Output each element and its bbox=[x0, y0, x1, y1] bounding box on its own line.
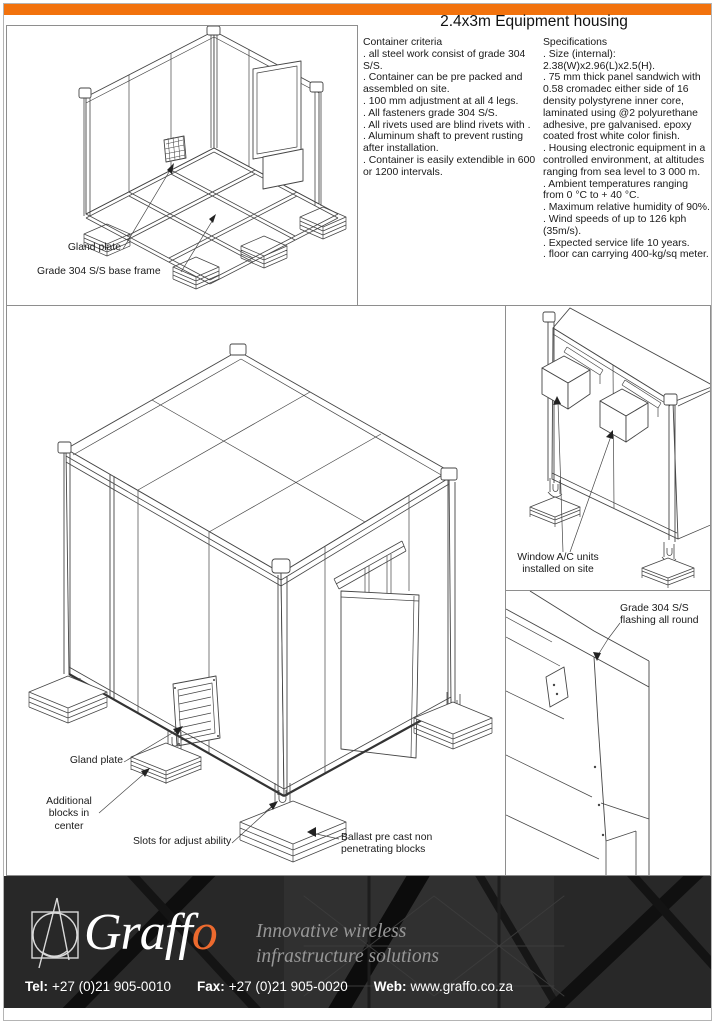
base-frame-drawing bbox=[78, 26, 347, 290]
criteria-item: . All rivets used are blind rivets with … bbox=[363, 119, 531, 131]
ac-units-drawing bbox=[529, 307, 710, 588]
spec-item: . floor can carrying 400-kg/sq meter. bbox=[543, 249, 709, 261]
ballast-blocks-label: Ballast pre cast non penetrating blocks bbox=[341, 832, 433, 856]
criteria-item: . All fasteners grade 304 S/S. bbox=[363, 107, 498, 119]
criteria-item: . 100 mm adjustment at all 4 legs. bbox=[363, 95, 519, 107]
flashing-label: Grade 304 S/S flashing all round bbox=[620, 603, 699, 627]
main-housing-view-panel: Gland plate Additional blocks in center … bbox=[6, 305, 506, 876]
gland-plate-label: Gland plate bbox=[69, 755, 123, 766]
fax-entry: Fax:+27 (0)21 905-0020 bbox=[197, 979, 348, 994]
tagline-line2: infrastructure solutions bbox=[256, 945, 439, 967]
graffo-logo-icon bbox=[31, 897, 79, 969]
criteria-item: . all steel work consist of grade 304 S/… bbox=[363, 48, 526, 72]
container-criteria-column: Container criteria . all steel work cons… bbox=[363, 37, 539, 179]
spec-item: . Size (internal): 2.38(W)x2.96(L)x2.5(H… bbox=[543, 48, 656, 72]
criteria-item: . Container is easily extendible in 600 … bbox=[363, 154, 536, 178]
specifications-heading: Specifications bbox=[543, 37, 608, 48]
spec-item: . Housing electronic equipment in a cont… bbox=[543, 143, 706, 178]
brand-main: Graff bbox=[84, 904, 193, 961]
spec-item: . Wind speeds of up to 126 kph (35m/s). bbox=[543, 213, 687, 237]
page-title: 2.4x3m Equipment housing bbox=[440, 13, 628, 30]
criteria-heading: Container criteria bbox=[363, 37, 443, 48]
specifications-list: . Size (internal): 2.38(W)x2.96(L)x2.5(H… bbox=[543, 49, 710, 261]
fax-label: Fax: bbox=[196, 979, 225, 994]
ac-units-label: Window A/C units installed on site bbox=[517, 552, 599, 576]
spec-item: . 75 mm thick panel sandwich with 0.58 c… bbox=[543, 72, 701, 143]
criteria-item: . Aluminum shaft to prevent rusting afte… bbox=[363, 131, 523, 155]
footer: Graffo Innovative wireless infrastructur… bbox=[4, 876, 711, 1008]
base-frame-label: Grade 304 S/S base frame bbox=[37, 266, 161, 277]
web-label: Web: bbox=[373, 979, 407, 994]
flashing-detail-panel: Grade 304 S/S flashing all round bbox=[505, 590, 711, 876]
brand-accent: o bbox=[191, 904, 218, 961]
flashing-drawing bbox=[506, 591, 650, 875]
spec-item: . Maximum relative humidity of 90%. bbox=[543, 202, 710, 214]
fax-value: +27 (0)21 905-0020 bbox=[228, 979, 348, 994]
web-value[interactable]: www.graffo.co.za bbox=[410, 979, 514, 994]
criteria-item: . Container can be pre packed and assemb… bbox=[363, 72, 523, 96]
spec-item: . Expected service life 10 years. bbox=[543, 237, 690, 249]
criteria-list: . all steel work consist of grade 304 S/… bbox=[363, 49, 539, 179]
tel-entry: Tel: +27 (0)21 905-0010 bbox=[25, 979, 171, 994]
contact-bar: Tel: +27 (0)21 905-0010 Fax:+27 (0)21 905… bbox=[25, 979, 513, 994]
tagline-line1: Innovative wireless bbox=[256, 921, 407, 942]
web-entry: Web:www.graffo.co.za bbox=[374, 979, 513, 994]
base-frame-view-panel: Gland plate Grade 304 S/S base frame bbox=[6, 25, 358, 306]
gland-plate-label: Gland plate bbox=[67, 242, 121, 253]
brand-tagline: Innovative wireless infrastructure solut… bbox=[256, 920, 439, 970]
specifications-column: Specifications . Size (internal): 2.38(W… bbox=[543, 37, 710, 261]
main-housing-drawing bbox=[28, 343, 493, 863]
additional-blocks-label: Additional blocks in center bbox=[46, 796, 92, 832]
tower-photo-background bbox=[4, 876, 711, 1008]
accent-bar bbox=[4, 4, 711, 15]
brand-wordmark: Graffo bbox=[84, 904, 218, 961]
slots-label: Slots for adjust ability bbox=[133, 836, 232, 847]
tel-value: +27 (0)21 905-0010 bbox=[52, 979, 171, 994]
spec-item: . Ambient temperatures ranging from 0 °C… bbox=[543, 178, 688, 202]
tel-label: Tel: bbox=[25, 979, 48, 994]
ac-units-view-panel: Window A/C units installed on site bbox=[505, 305, 711, 591]
